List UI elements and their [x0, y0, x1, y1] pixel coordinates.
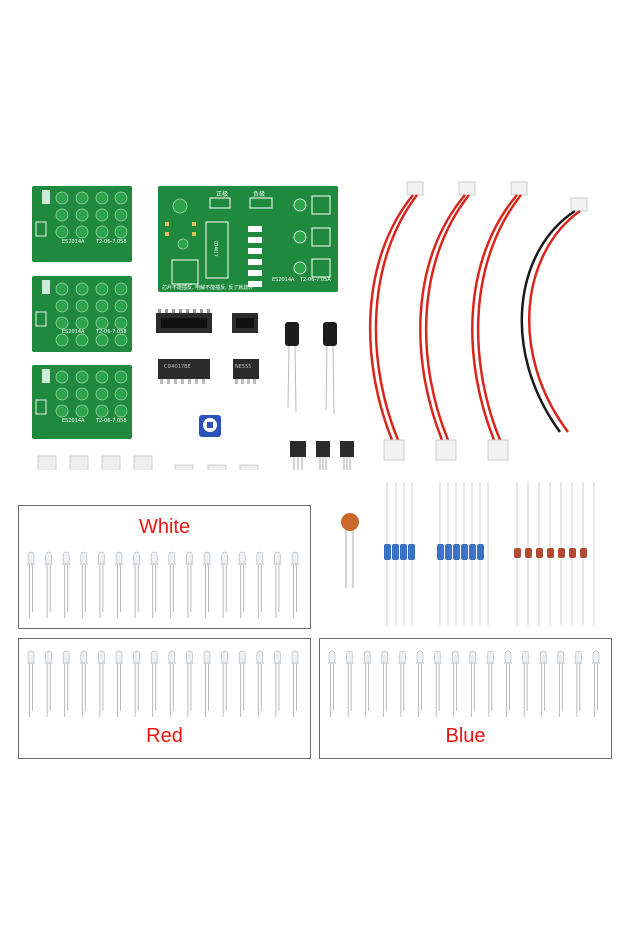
red-leds — [27, 650, 299, 717]
led — [62, 551, 71, 618]
led — [97, 551, 106, 618]
led — [398, 650, 407, 717]
pcb-small-code-1: T2-06-7.058 — [96, 239, 127, 245]
pcb-main-bottom-text: 芯片不能插反, 电解不能插反, 反了就烧坏 — [162, 285, 254, 291]
main-controller-board — [158, 186, 338, 292]
led — [273, 551, 282, 618]
white-leds — [27, 551, 299, 618]
wire-harness-3 — [471, 181, 528, 461]
led — [203, 650, 211, 717]
wire-harness-1 — [368, 181, 424, 461]
led — [115, 650, 123, 717]
led — [44, 650, 53, 717]
blue-led-group: Blue — [319, 638, 612, 759]
small-led-board-3 — [32, 365, 132, 439]
led — [291, 551, 299, 618]
led — [363, 650, 372, 717]
electrolytic-capacitor-2 — [323, 322, 337, 415]
led — [592, 650, 600, 717]
electrolytic-capacitor-1 — [285, 322, 299, 413]
pcb-small-label-3: ES2014A — [62, 418, 85, 424]
white-led-group: White — [18, 505, 311, 629]
led — [504, 650, 512, 717]
led — [167, 551, 176, 618]
led — [97, 650, 106, 717]
led — [115, 551, 123, 618]
resistors-group-2 — [437, 482, 489, 625]
led — [416, 650, 424, 717]
potentiometer — [199, 415, 221, 437]
pcb-small-label-2: ES2014A — [62, 329, 85, 335]
led — [574, 650, 583, 717]
pcb-small-code-2: T2-06-7.058 — [96, 329, 127, 335]
led — [238, 551, 247, 618]
led — [27, 650, 35, 717]
led — [539, 650, 548, 717]
led — [433, 650, 442, 717]
wire-harness-4 — [520, 197, 588, 433]
led — [150, 551, 159, 618]
led — [291, 650, 299, 717]
red-group-label: Red — [146, 725, 183, 747]
small-led-board-1 — [32, 186, 132, 262]
led — [451, 650, 460, 717]
pcb-main-code: T2-06-7.05A — [300, 277, 331, 283]
pcb-small-code-3: T2-06-7.058 — [96, 418, 127, 424]
led — [220, 650, 229, 717]
pcb-main-top-label-2: 负极 — [253, 191, 266, 198]
diodes-group — [514, 482, 595, 625]
wire-harness-2 — [419, 181, 476, 461]
led — [521, 650, 530, 717]
led — [79, 650, 88, 717]
led — [238, 650, 247, 717]
ic-socket-8 — [232, 313, 258, 333]
led — [486, 650, 495, 717]
led — [380, 650, 389, 717]
chip-text-cd4017: CD4017BE — [164, 364, 191, 370]
led — [255, 650, 264, 717]
small-led-board-2 — [32, 276, 132, 352]
led — [255, 551, 264, 618]
passive-components — [341, 482, 595, 625]
blue-leds — [328, 650, 600, 717]
led — [185, 551, 194, 618]
led — [185, 650, 194, 717]
led — [132, 650, 141, 717]
led — [556, 650, 565, 717]
pcb-boards — [32, 181, 588, 470]
pcb-main-label: ES2014A — [272, 277, 295, 283]
led — [203, 551, 211, 618]
red-led-group: Red — [18, 638, 311, 759]
led — [273, 650, 282, 717]
led — [79, 551, 88, 618]
led — [328, 650, 336, 717]
led — [132, 551, 141, 618]
pcb-main-top-label-1: 正极 — [216, 191, 229, 198]
led — [167, 650, 176, 717]
cd4017-chip — [158, 359, 210, 384]
resistors-group-1 — [384, 482, 415, 625]
led — [345, 650, 354, 717]
blue-group-label: Blue — [445, 725, 486, 747]
led — [62, 650, 71, 717]
led — [220, 551, 229, 618]
connector-headers — [37, 455, 259, 470]
led — [27, 551, 35, 618]
pcb-small-label-1: ES2014A — [62, 239, 85, 245]
transistors — [290, 441, 354, 470]
ic-socket-16 — [156, 309, 212, 333]
led — [468, 650, 477, 717]
led — [44, 551, 53, 618]
ceramic-capacitor — [341, 513, 359, 588]
white-group-label: White — [138, 516, 191, 538]
led — [150, 650, 159, 717]
chip-text-ne555: NE555 — [235, 364, 252, 370]
pcb-main-ic-text: CD4017 — [213, 240, 219, 257]
ne555-chip — [233, 359, 259, 384]
